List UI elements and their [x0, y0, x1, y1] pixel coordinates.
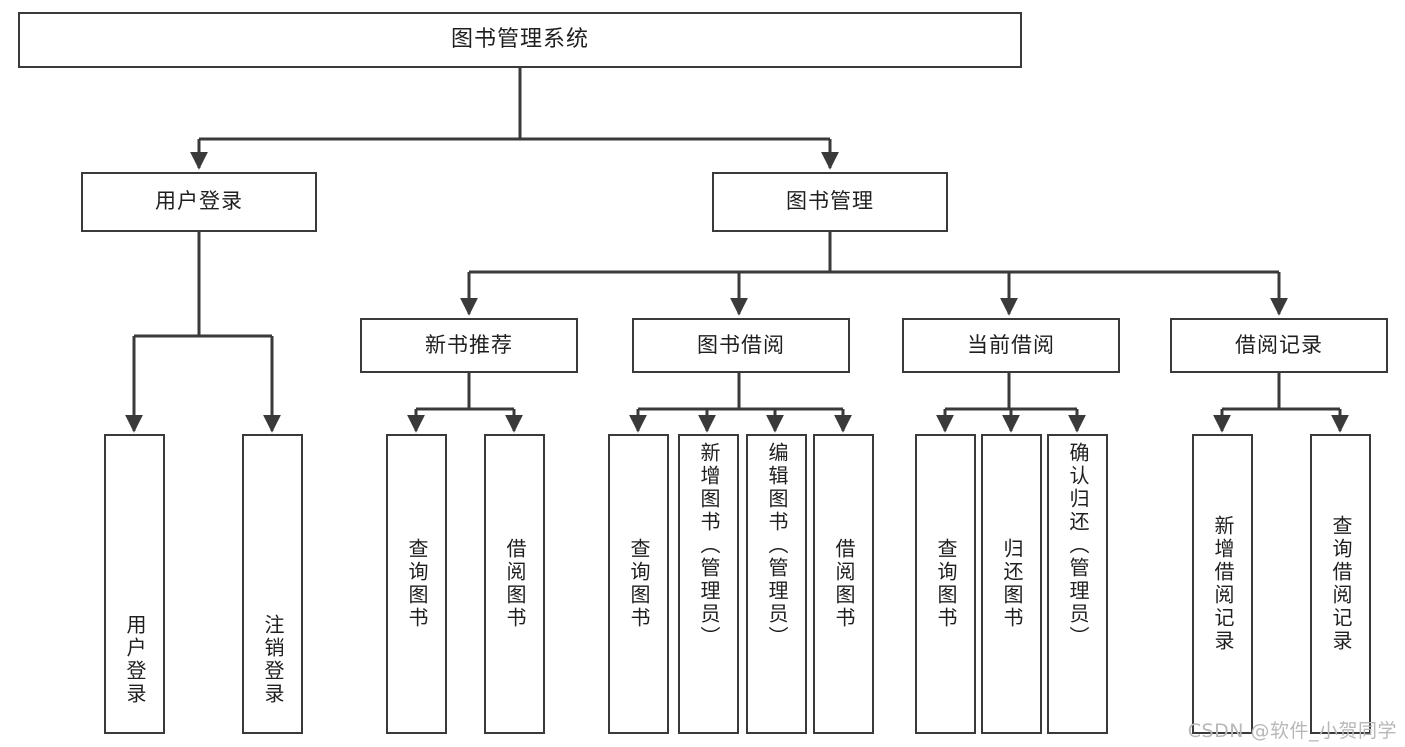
node-current-borrow[interactable]: 当前借阅 — [902, 318, 1120, 373]
leaf-logout-label: 注销登录 — [261, 614, 285, 706]
leaf-confirm-return-label: 确认归还（管理员） — [1066, 442, 1090, 649]
leaf-query-book-3-label: 查询图书 — [934, 538, 958, 630]
leaf-query-book-2[interactable]: 查询图书 — [608, 434, 669, 734]
leaf-add-book[interactable]: 新增图书（管理员） — [678, 434, 739, 734]
leaf-query-book-2-label: 查询图书 — [627, 538, 651, 630]
leaf-edit-book[interactable]: 编辑图书（管理员） — [746, 434, 807, 734]
node-book-borrow-label: 图书借阅 — [697, 332, 785, 357]
leaf-confirm-return[interactable]: 确认归还（管理员） — [1047, 434, 1108, 734]
leaf-add-record-label: 新增借阅记录 — [1211, 515, 1235, 653]
leaf-add-record[interactable]: 新增借阅记录 — [1192, 434, 1253, 734]
leaf-return-book[interactable]: 归还图书 — [981, 434, 1042, 734]
leaf-query-record-label: 查询借阅记录 — [1329, 515, 1353, 653]
node-book-borrow[interactable]: 图书借阅 — [632, 318, 850, 373]
leaf-query-book-1[interactable]: 查询图书 — [386, 434, 447, 734]
leaf-logout[interactable]: 注销登录 — [242, 434, 303, 734]
watermark: CSDN @软件_小贺同学 — [1187, 720, 1397, 742]
leaf-borrow-book-1-label: 借阅图书 — [503, 538, 527, 630]
node-current-borrow-label: 当前借阅 — [967, 332, 1055, 357]
leaf-query-record[interactable]: 查询借阅记录 — [1310, 434, 1371, 734]
leaf-return-book-label: 归还图书 — [1000, 538, 1024, 630]
node-book-manage[interactable]: 图书管理 — [712, 172, 948, 232]
leaf-query-book-1-label: 查询图书 — [405, 538, 429, 630]
node-new-book-rec[interactable]: 新书推荐 — [360, 318, 578, 373]
leaf-user-login[interactable]: 用户登录 — [104, 434, 165, 734]
leaf-user-login-label: 用户登录 — [123, 614, 147, 706]
node-user-login[interactable]: 用户登录 — [81, 172, 317, 232]
node-borrow-record-label: 借阅记录 — [1235, 332, 1323, 357]
leaf-edit-book-label: 编辑图书（管理员） — [765, 442, 789, 649]
node-root-label: 图书管理系统 — [450, 26, 589, 52]
leaf-borrow-book-2-label: 借阅图书 — [832, 538, 856, 630]
node-root[interactable]: 图书管理系统 — [18, 12, 1022, 68]
node-borrow-record[interactable]: 借阅记录 — [1170, 318, 1388, 373]
node-new-book-rec-label: 新书推荐 — [425, 332, 513, 357]
leaf-borrow-book-2[interactable]: 借阅图书 — [813, 434, 874, 734]
node-user-login-label: 用户登录 — [155, 189, 243, 214]
node-book-manage-label: 图书管理 — [786, 189, 874, 214]
leaf-add-book-label: 新增图书（管理员） — [697, 442, 721, 649]
leaf-borrow-book-1[interactable]: 借阅图书 — [484, 434, 545, 734]
leaf-query-book-3[interactable]: 查询图书 — [915, 434, 976, 734]
